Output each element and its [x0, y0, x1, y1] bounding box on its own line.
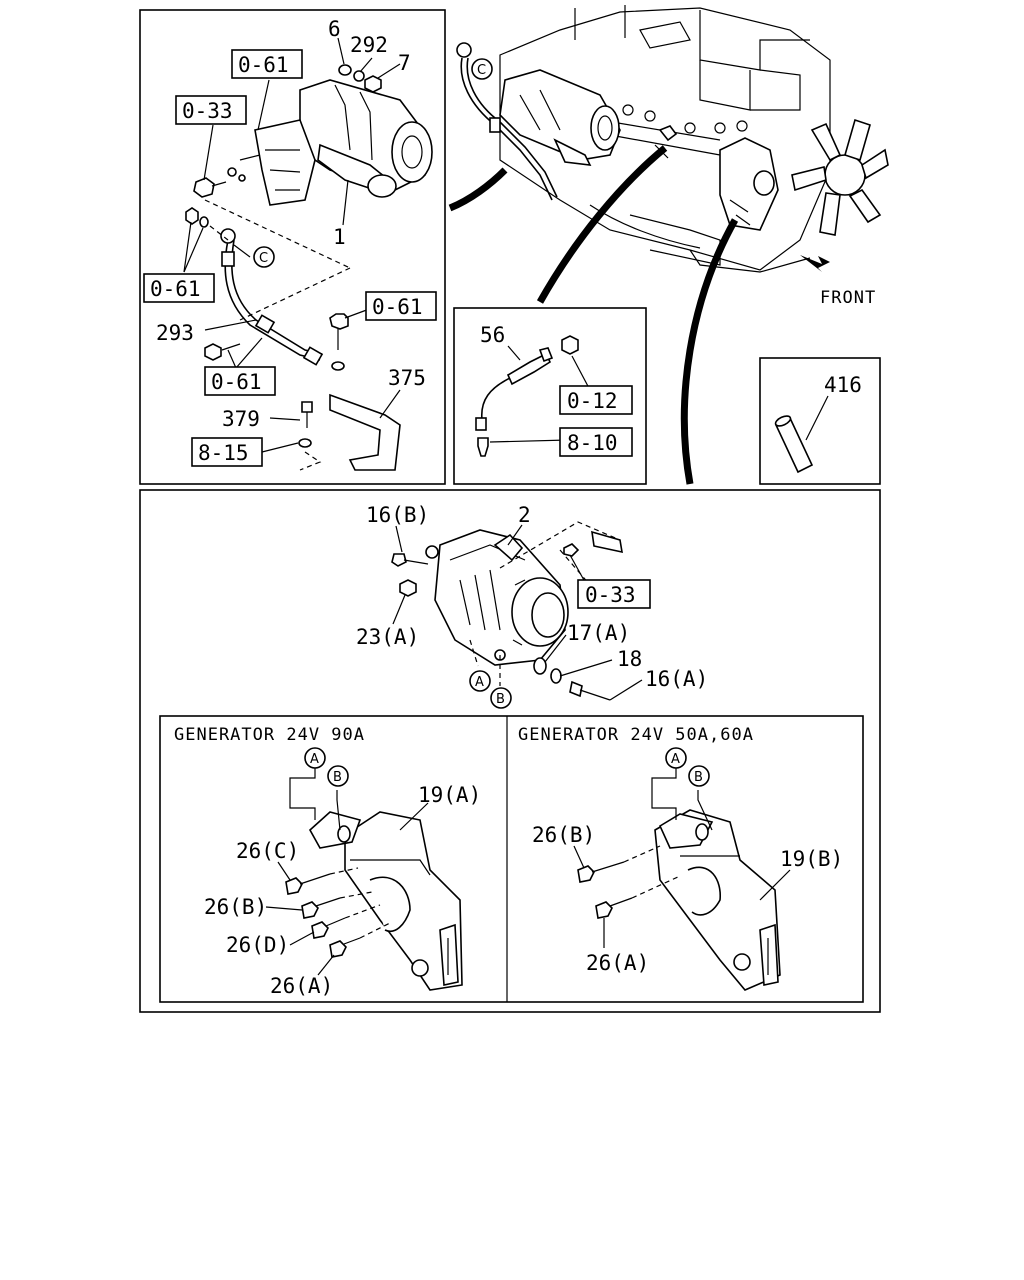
ref-box — [559, 427, 633, 457]
generator-2-drawing — [425, 529, 569, 666]
callout-17a: 17(A) — [567, 621, 630, 645]
ref-box — [204, 366, 276, 396]
callout-26a: 26(A) — [586, 951, 649, 975]
circle-tag — [490, 687, 512, 709]
ref-box — [577, 579, 651, 609]
sleeve-panel: 416 — [759, 357, 881, 485]
ref-box-label: 0-61 — [211, 370, 262, 394]
engine-view: FRONT C — [448, 5, 889, 485]
circle-tag — [469, 670, 491, 692]
circle-tag-label: A — [310, 752, 319, 767]
nut-drawing — [185, 207, 199, 225]
callout-19a: 19(A) — [418, 783, 481, 807]
ref-box-label: 0-33 — [585, 583, 636, 607]
circle-tag-label: B — [333, 770, 342, 785]
ref-box-label: 0-12 — [567, 389, 618, 413]
circle-tag — [327, 765, 349, 787]
ref-box — [191, 437, 263, 467]
callout-26a: 26(A) — [270, 974, 333, 998]
callout-16a: 16(A) — [645, 667, 708, 691]
callout-18: 18 — [617, 647, 642, 671]
callout-1: 1 — [333, 225, 346, 249]
ref-box-label: 0-61 — [372, 295, 423, 319]
fan-drawing — [791, 118, 889, 236]
starter-panel: 6 292 7 1 293 375 379 0-61 0-33 0-61 0-6… — [139, 9, 446, 485]
callout-26b: 26(B) — [532, 823, 595, 847]
circle-tag — [253, 246, 275, 268]
callout-7: 7 — [398, 51, 411, 75]
subpanel-title: GENERATOR 24V 50A,60A — [518, 725, 754, 745]
callout-293: 293 — [156, 321, 194, 345]
callout-379: 379 — [222, 407, 260, 431]
callout-26d: 26(D) — [226, 933, 289, 957]
front-label: FRONT — [820, 288, 876, 308]
ref-box — [559, 385, 633, 415]
starter-motor-drawing — [227, 79, 433, 206]
ref-box — [175, 95, 247, 125]
circle-tag — [471, 58, 493, 80]
washer-6-drawing — [338, 64, 352, 76]
callout-56: 56 — [480, 323, 505, 347]
circle-tag — [688, 765, 710, 787]
subpanel-50a: GENERATOR 24V 50A,60A 26(B) 19(B) — [518, 725, 843, 991]
callout-23a: 23(A) — [356, 625, 419, 649]
callout-16b: 16(B) — [366, 503, 429, 527]
callout-375: 375 — [388, 366, 426, 390]
circle-tag — [304, 747, 326, 769]
circle-tag-label: C — [259, 251, 268, 266]
ref-box — [143, 273, 215, 303]
ref-box-label: 0-61 — [150, 277, 201, 301]
ref-box-label: 0-61 — [238, 53, 289, 77]
callout-292: 292 — [350, 33, 388, 57]
callout-19b: 19(B) — [780, 847, 843, 871]
callout-416: 416 — [824, 373, 862, 397]
ref-box — [231, 49, 303, 79]
circle-tag-label: A — [671, 752, 680, 767]
callout-2: 2 — [518, 503, 531, 527]
ref-box-label: 8-10 — [567, 431, 618, 455]
subpanel-title: GENERATOR 24V 90A — [174, 725, 365, 745]
nut-7-drawing — [364, 75, 382, 93]
generator-panel: 16(B) 2 23(A) 17(A) 18 16(A) 0-33 A B GE… — [139, 489, 881, 1013]
callout-26c: 26(C) — [236, 839, 299, 863]
washer-292-drawing — [353, 70, 365, 82]
front-arrow-icon — [800, 255, 830, 272]
circle-tag-label: B — [694, 770, 703, 785]
ref-box-label: 8-15 — [198, 441, 249, 465]
ref-box-label: 0-33 — [182, 99, 233, 123]
callout-26b: 26(B) — [204, 895, 267, 919]
bracket-375-drawing — [329, 393, 401, 471]
callout-6: 6 — [328, 17, 341, 41]
circle-tag-label: A — [475, 675, 484, 690]
sensor-panel: 56 0-12 8-10 — [453, 307, 647, 485]
circle-tag-label: C — [477, 63, 486, 78]
bolt-drawing — [193, 177, 215, 198]
circle-tag-label: B — [496, 692, 505, 707]
starter-panel-frame — [139, 9, 446, 485]
ref-box — [365, 291, 437, 321]
bolt-379-drawing — [301, 401, 313, 413]
circle-tag — [665, 747, 687, 769]
